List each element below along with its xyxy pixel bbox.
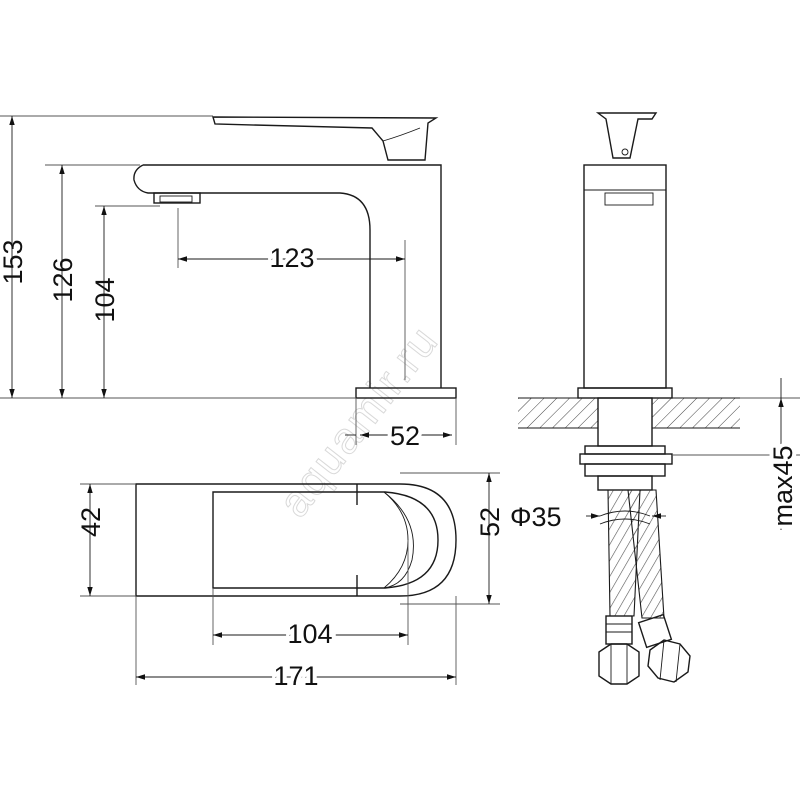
dimension-top-depth: 42 xyxy=(76,484,106,596)
label-spout-reach: 123 xyxy=(269,243,314,273)
dimension-outlet-height: 104 xyxy=(90,206,120,398)
label-total-height: 153 xyxy=(0,239,28,284)
watermark: aquamir.ru xyxy=(269,316,448,526)
label-top-width: 52 xyxy=(475,507,505,537)
label-spout-height: 126 xyxy=(48,257,78,302)
dimension-total-height: 153 xyxy=(0,116,28,398)
label-max-thickness: max45 xyxy=(768,445,798,526)
dimension-spout-reach: 123 xyxy=(178,239,405,277)
label-hole-diameter: Φ35 xyxy=(510,502,562,532)
dimension-spout-height: 126 xyxy=(48,165,78,398)
label-outlet-height: 104 xyxy=(90,277,120,322)
dimension-top-reach: 104 xyxy=(213,615,408,653)
label-top-reach: 104 xyxy=(287,619,332,649)
label-base-width: 52 xyxy=(390,421,420,451)
dimension-top-width: 52 xyxy=(475,473,505,604)
dimension-max-thickness: max45 xyxy=(764,378,800,531)
label-overall-length: 171 xyxy=(273,661,318,691)
dimension-overall-length: 171 xyxy=(136,657,456,695)
dimension-base-width: 52 xyxy=(345,417,452,455)
front-view xyxy=(518,112,800,685)
dimension-hole-diameter: Φ35 xyxy=(510,502,666,532)
label-top-depth: 42 xyxy=(76,507,106,537)
